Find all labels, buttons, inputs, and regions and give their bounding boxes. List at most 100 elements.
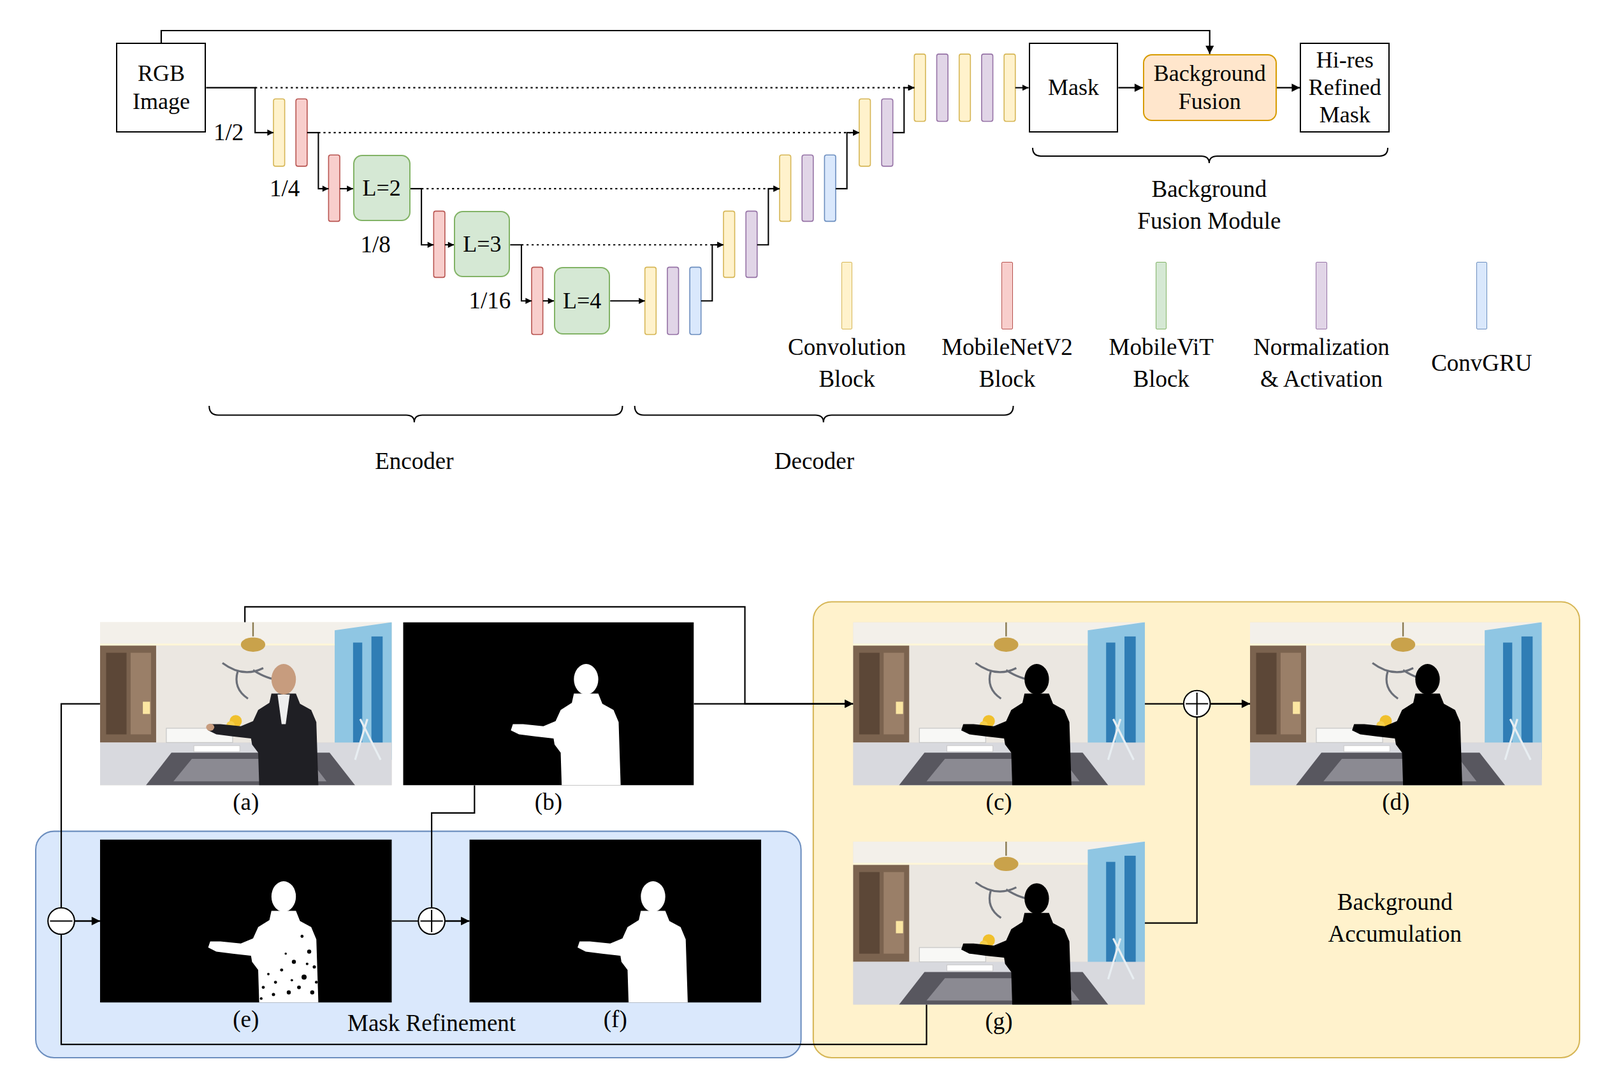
mask-image <box>402 622 694 786</box>
section-label: Decoder <box>737 445 891 478</box>
legend-label: MobileViT Block <box>1088 331 1235 396</box>
process-box: Hi-res Refined Mask <box>1299 42 1390 133</box>
legend-swatch <box>1001 261 1013 330</box>
transformer-box: L=4 <box>553 267 611 335</box>
plus-operator <box>418 908 445 936</box>
plus-operator <box>1183 690 1211 718</box>
wire <box>757 188 780 245</box>
box-label: Background Fusion <box>1144 59 1276 115</box>
wire <box>444 244 454 246</box>
conv-bar <box>959 54 971 122</box>
region-band: Mask Refinement(e)(f) <box>35 831 802 1059</box>
masked-image <box>852 622 1145 786</box>
minus-operator <box>47 908 75 936</box>
connector-arrow <box>694 703 854 705</box>
connector-arrow <box>244 606 853 704</box>
photo-image <box>100 622 393 786</box>
process-box: Mask <box>1028 42 1119 133</box>
mbv2-bar <box>531 267 544 335</box>
box-label: Mask <box>1045 73 1102 102</box>
image-panel: (c) <box>852 622 1145 786</box>
wire <box>339 188 354 190</box>
refined-mask <box>469 839 762 1003</box>
box-label: Hi-res Refined Mask <box>1301 46 1389 130</box>
caption: (d) <box>1250 788 1542 817</box>
module-label: Background Fusion Module <box>1132 173 1286 238</box>
caption: (c) <box>852 788 1145 817</box>
transformer-box: L=2 <box>353 154 411 222</box>
region-label: Background Accumulation <box>1318 886 1472 951</box>
caption: (a) <box>100 788 393 817</box>
image-panel: (a) <box>100 622 393 786</box>
norm-bar <box>801 154 814 222</box>
box-label: L=2 <box>360 174 404 203</box>
process-box: RGB Image <box>116 42 206 133</box>
scale-label: 1/2 <box>208 116 250 149</box>
legend-label: ConvGRU <box>1408 347 1555 380</box>
scale-label: 1/16 <box>466 284 514 317</box>
image-panel: (d) <box>1250 622 1542 786</box>
gru-bar <box>689 267 702 335</box>
accumulation-band <box>813 601 1580 1059</box>
braces <box>209 147 1388 423</box>
conv-bar <box>273 98 285 167</box>
gru-bar <box>824 154 836 222</box>
network-layers <box>273 54 1016 335</box>
connector-arrow <box>61 704 101 922</box>
legend-swatch <box>1315 261 1328 330</box>
norm-bar <box>937 54 949 122</box>
skip-wire <box>521 244 724 246</box>
legend-swatch <box>1155 261 1168 330</box>
accumulated-image <box>1250 622 1542 786</box>
wire <box>307 132 329 189</box>
skip-wire <box>318 131 859 134</box>
wire <box>1015 87 1029 89</box>
conv-bar <box>645 267 657 335</box>
conv-bar <box>914 54 926 122</box>
legend-swatch <box>841 261 853 330</box>
box-label: RGB Image <box>117 59 205 115</box>
difference-mask <box>100 839 393 1003</box>
box-label: L=3 <box>460 230 504 259</box>
conv-bar <box>779 154 792 222</box>
mbv2-bar <box>433 210 445 278</box>
skip-wire <box>421 188 780 190</box>
conv-bar <box>723 210 735 278</box>
wire <box>835 132 860 189</box>
brace <box>209 406 623 423</box>
image-panel: (f) <box>469 839 762 1003</box>
caption: (e) <box>100 1005 393 1034</box>
skip-wire <box>254 87 915 89</box>
refinement-band <box>35 831 802 1059</box>
background-image <box>852 842 1145 1006</box>
network-wires <box>205 87 1029 302</box>
conv-bar <box>859 98 871 167</box>
section-label: Encoder <box>337 445 491 478</box>
fusion-box: Background Fusion <box>1142 54 1277 122</box>
legend-label: MobileNetV2 Block <box>933 331 1081 396</box>
norm-bar <box>981 54 994 122</box>
image-panel: (g) <box>852 842 1145 1006</box>
mbv2-bar <box>295 98 308 167</box>
connector-arrow <box>1118 87 1143 89</box>
norm-bar <box>881 98 894 167</box>
connector-arrow <box>1276 87 1301 89</box>
image-panel: (b) <box>402 622 694 786</box>
box-label: L=4 <box>560 287 604 315</box>
wire <box>701 244 724 301</box>
wire <box>410 188 435 245</box>
connector-arrow <box>61 921 927 1045</box>
wire <box>610 300 645 302</box>
wire <box>543 300 555 302</box>
norm-bar <box>667 267 679 335</box>
norm-bar <box>745 210 758 278</box>
legend-label: Normalization & Activation <box>1248 331 1395 396</box>
region-label: Mask Refinement <box>278 1007 585 1040</box>
scale-label: 1/8 <box>355 228 396 261</box>
image-panel: (e) <box>100 839 393 1003</box>
wire <box>509 244 532 301</box>
brace <box>634 406 1014 423</box>
caption: (f) <box>469 1005 762 1034</box>
legend-label: Convolution Block <box>773 331 921 396</box>
scale-label: 1/4 <box>264 172 306 205</box>
